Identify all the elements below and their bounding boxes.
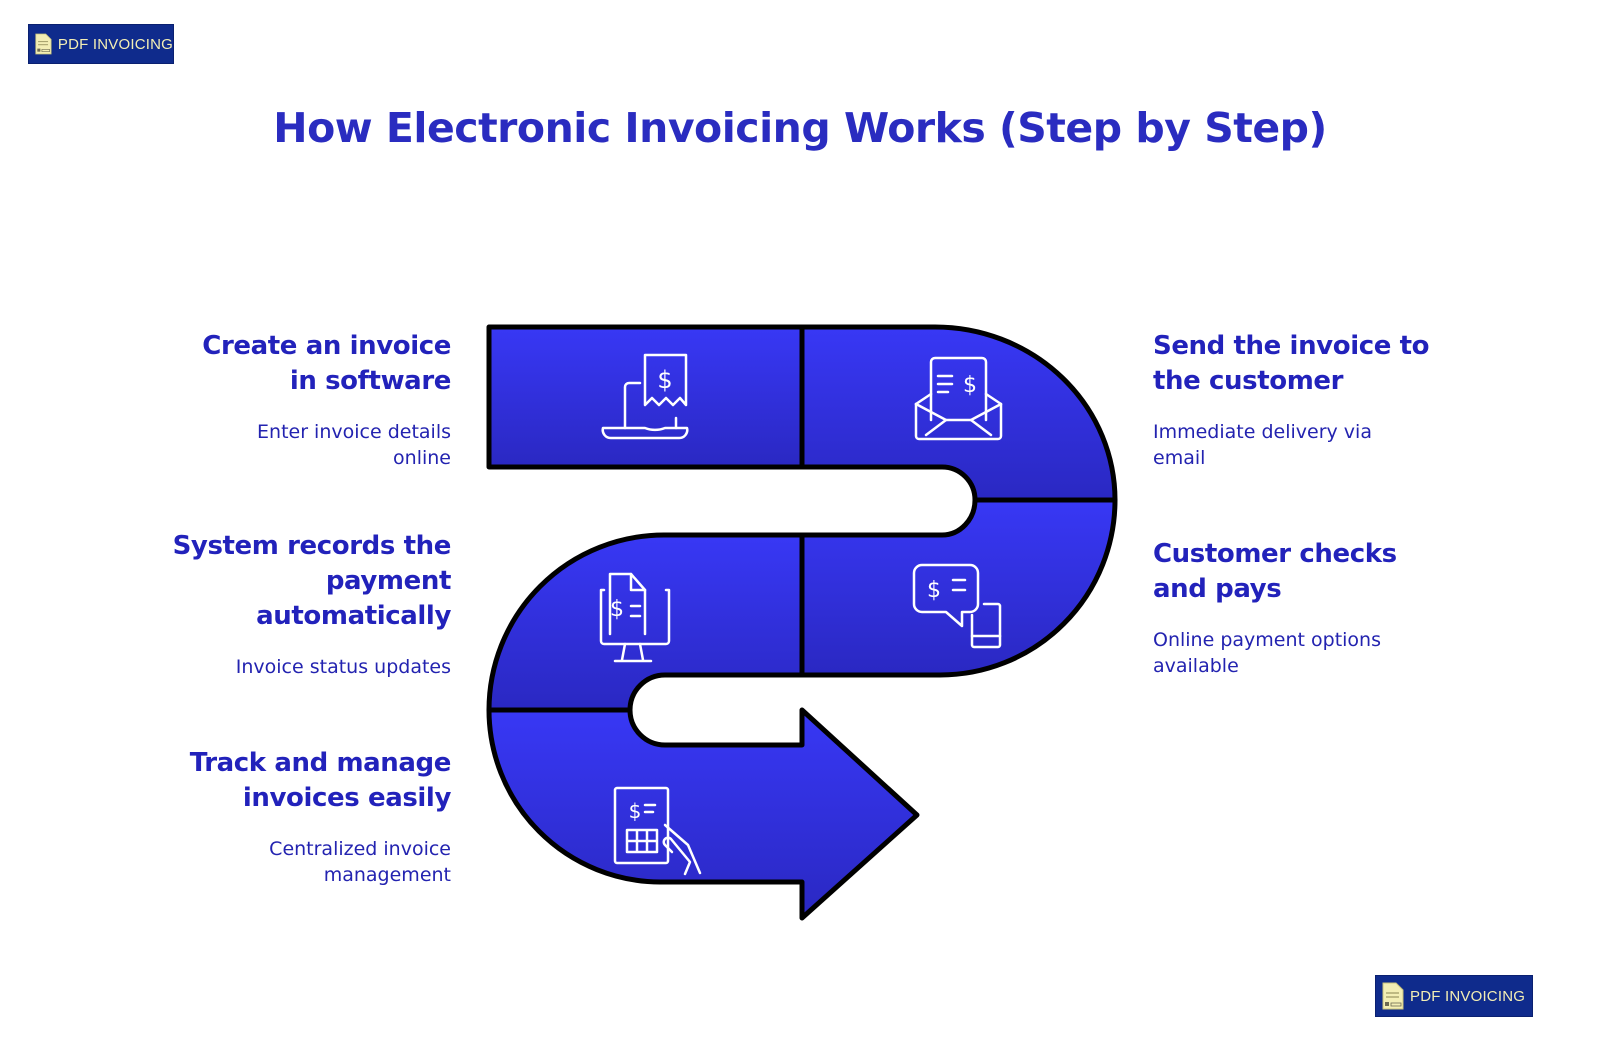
envelope-invoice-dollar-icon: $ (914, 356, 1003, 441)
brand-logo-top: PDF INVOICING (28, 24, 174, 64)
svg-text:$: $ (629, 799, 642, 823)
svg-text:$: $ (963, 373, 977, 398)
laptop-receipt-dollar-icon: $ (601, 353, 689, 440)
document-icon (35, 33, 52, 55)
svg-text:$: $ (657, 366, 672, 394)
chat-dollar-phone-icon: $ (912, 563, 1002, 649)
brand-logo-bottom: PDF INVOICING (1375, 975, 1533, 1017)
brand-logo-text: PDF INVOICING (57, 35, 173, 53)
svg-text:$: $ (927, 578, 941, 603)
hand-holding-invoice-icon: $ (613, 786, 702, 876)
brand-logo-text: PDF INVOICING (1410, 987, 1526, 1005)
document-icon (1382, 982, 1404, 1010)
step-4-description: Invoice status updates (235, 656, 451, 678)
monitor-document-dollar-icon: $ (599, 572, 671, 663)
path-segment-step-3 (799, 497, 1118, 678)
path-segment-step-5 (486, 707, 920, 921)
page-title: How Electronic Invoicing Works (Step by … (273, 104, 1327, 152)
svg-text:$: $ (610, 597, 624, 622)
path-segment-step-2 (799, 324, 1118, 503)
